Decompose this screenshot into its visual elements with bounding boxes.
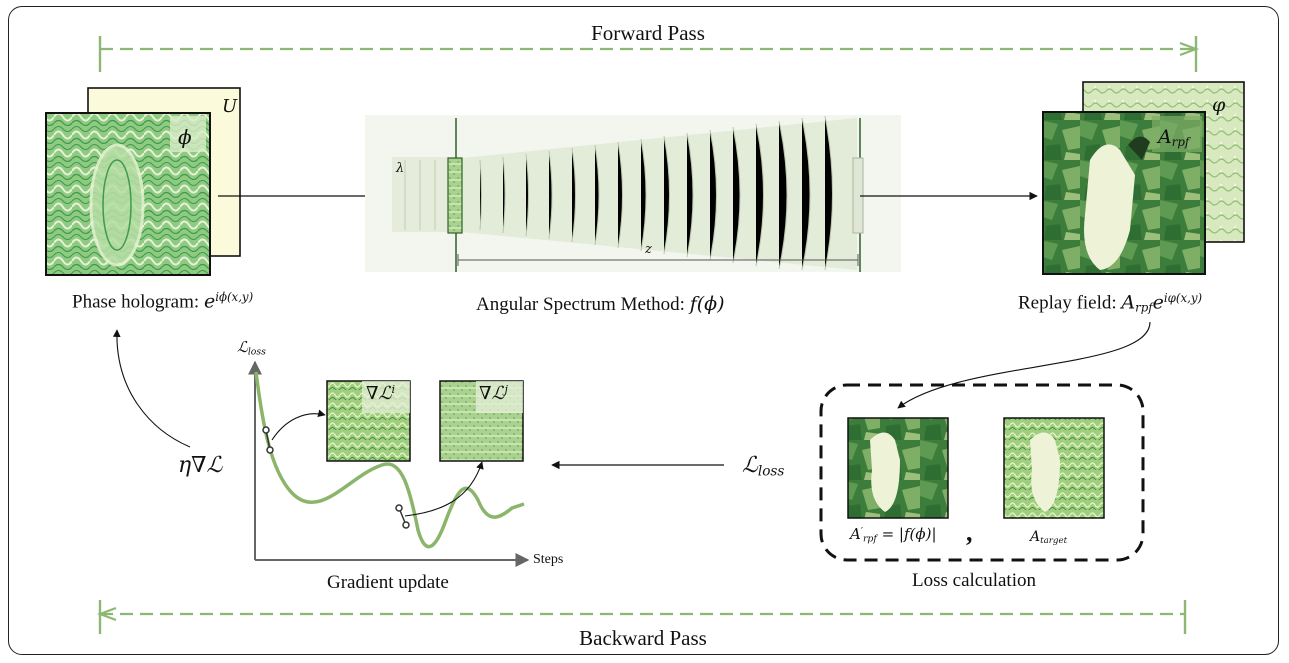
replay-amp-symbol: Arpf xyxy=(1158,126,1190,149)
asm-label: Angular Spectrum Method: f(ϕ) xyxy=(476,293,725,315)
loss-calculation-label: Loss calculation xyxy=(912,570,1036,591)
phase-hologram-label: Phase hologram: eiϕ(x,y) xyxy=(72,290,254,313)
loss-separator: , xyxy=(966,518,973,547)
y-axis-label: ℒloss xyxy=(237,338,266,358)
loss-symbol: ℒloss xyxy=(742,453,785,480)
backward-pass-label: Backward Pass xyxy=(579,626,707,650)
replay-field-label: Replay field: Arpfeiφ(x,y) xyxy=(1018,291,1203,315)
forward-pass-label: Forward Pass xyxy=(591,21,705,45)
distance-symbol: z xyxy=(645,242,652,257)
gradient-update-label: Gradient update xyxy=(327,572,449,593)
grad-i-label: ∇ℒi xyxy=(366,383,396,405)
replay-phase-symbol: φ xyxy=(1212,94,1226,116)
eta-grad-label: η∇ℒ xyxy=(178,453,223,478)
u-symbol: U xyxy=(222,96,238,117)
target-amplitude-label: Atarget xyxy=(1030,529,1068,547)
wavelength-symbol: λ xyxy=(396,161,405,176)
loss-box xyxy=(819,383,1145,562)
slm-plane xyxy=(447,157,463,234)
phi-symbol: ϕ xyxy=(178,125,192,149)
loss-curve xyxy=(254,371,525,549)
grad-j-label: ∇ℒj xyxy=(479,383,509,405)
figure-frame xyxy=(8,6,1279,655)
x-axis-label: Steps xyxy=(533,552,564,567)
predicted-amplitude-label: A′rpf = |f(ϕ)| xyxy=(850,525,937,545)
